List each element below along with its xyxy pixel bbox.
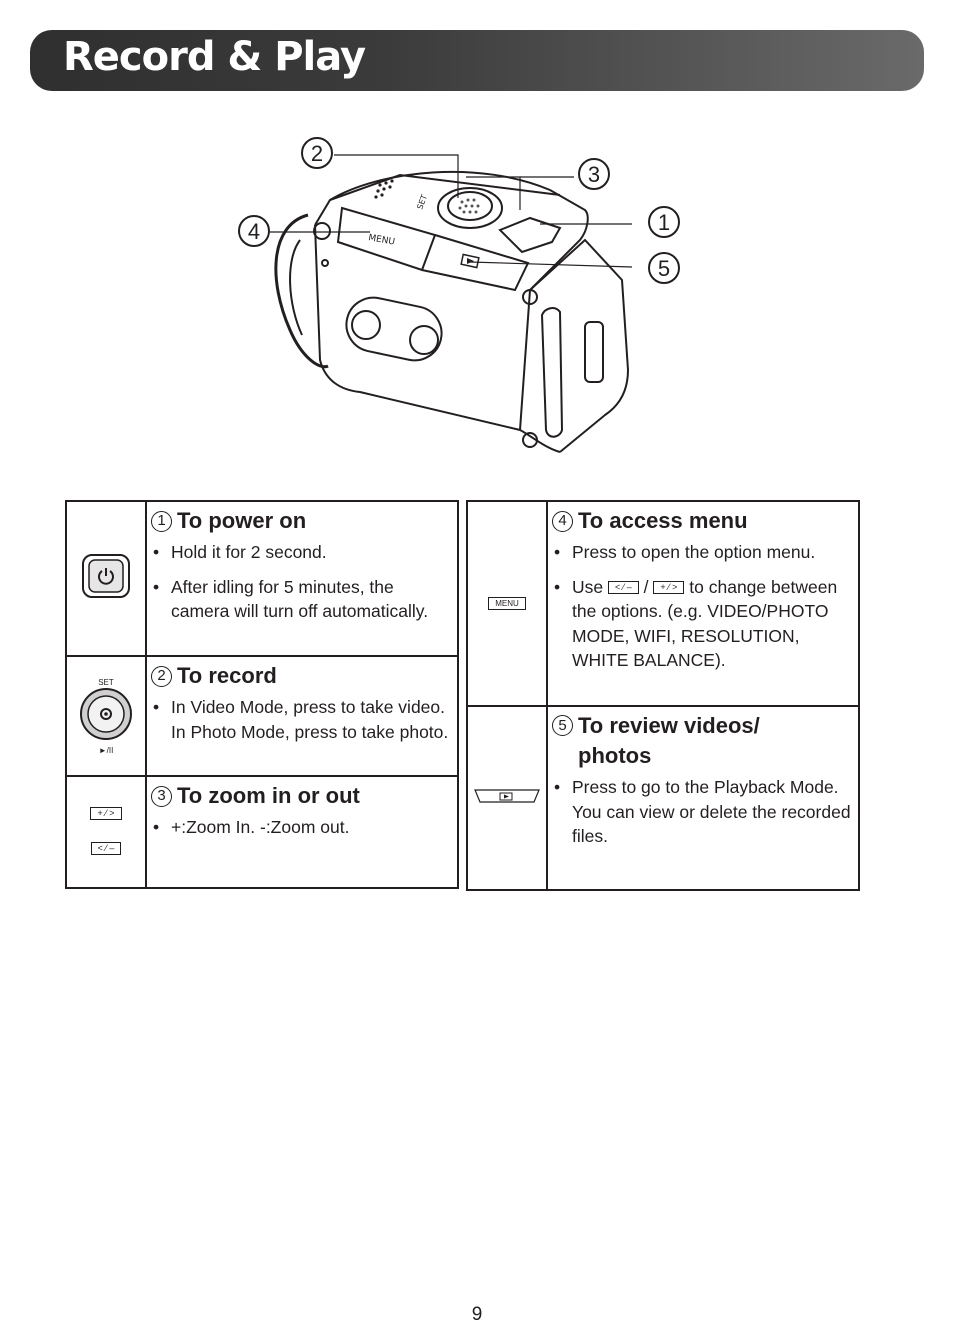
callout-2: 2 xyxy=(311,141,323,166)
menu-title: To access menu xyxy=(578,508,748,533)
set-label: SET xyxy=(98,677,114,687)
review-title-line1: To review videos/ xyxy=(578,713,760,738)
zoom-in-key-icon: + ⁄ > xyxy=(90,806,122,820)
play-pause-label: ►/II xyxy=(98,745,114,755)
row-record: SET ►/II 2 To record In Video Mode, pres… xyxy=(65,655,459,777)
list-item: +:Zoom In. -:Zoom out. xyxy=(151,815,453,840)
power-button-icon xyxy=(82,554,130,598)
list-item: Use < ⁄ – / + ⁄ > to change between the … xyxy=(552,575,854,673)
record-text: 2 To record In Video Mode, press to take… xyxy=(145,655,459,777)
diagram-set-label: SET xyxy=(415,193,429,210)
camera-diagram: MENU SET 2 3 4 1 5 xyxy=(238,137,680,453)
step-number: 2 xyxy=(151,665,172,687)
key-separator: / xyxy=(643,576,649,597)
diagram-menu-label: MENU xyxy=(367,233,395,247)
playback-key-icon xyxy=(474,788,540,803)
power-on-heading: 1 To power on xyxy=(151,506,453,536)
zoom-out-key-icon: < ⁄ – xyxy=(90,841,122,855)
menu-button-cell: MENU xyxy=(466,500,548,707)
step-number: 3 xyxy=(151,785,172,807)
menu-heading: 4 To access menu xyxy=(552,506,854,536)
instructions-table-right: MENU 4 To access menu Press to open the … xyxy=(466,500,860,891)
page-title: Record & Play xyxy=(63,34,366,80)
callout-5: 5 xyxy=(658,256,670,281)
record-title: To record xyxy=(177,663,277,688)
list-item: Press to go to the Playback Mode. You ca… xyxy=(552,775,854,849)
minus-key-icon: < ⁄ – xyxy=(608,581,639,595)
zoom-heading: 3 To zoom in or out xyxy=(151,781,453,811)
power-on-text: 1 To power on Hold it for 2 second. Afte… xyxy=(145,500,459,657)
review-text: 5 To review videos/ photos Press to go t… xyxy=(546,705,860,891)
title-bar: Record & Play xyxy=(30,30,924,91)
power-on-title: To power on xyxy=(177,508,307,533)
record-button-cell: SET ►/II xyxy=(65,655,147,777)
zoom-title: To zoom in or out xyxy=(177,783,360,808)
use-suffix: to change between the options. (e.g. VID… xyxy=(572,576,838,671)
record-heading: 2 To record xyxy=(151,661,453,691)
menu-text: 4 To access menu Press to open the optio… xyxy=(546,500,860,707)
instructions-table-left: 1 To power on Hold it for 2 second. Afte… xyxy=(65,500,459,889)
list-item: Hold it for 2 second. xyxy=(151,540,453,565)
review-heading: 5 To review videos/ photos xyxy=(552,711,854,771)
step-number: 1 xyxy=(151,510,172,532)
review-title-line2: photos xyxy=(578,743,652,768)
callout-3: 3 xyxy=(588,162,600,187)
list-item: In Video Mode, press to take video. In P… xyxy=(151,695,453,744)
zoom-keys-cell: + ⁄ > < ⁄ – xyxy=(65,775,147,889)
row-power-on: 1 To power on Hold it for 2 second. Afte… xyxy=(65,500,459,657)
zoom-text: 3 To zoom in or out +:Zoom In. -:Zoom ou… xyxy=(145,775,459,889)
page-number: 9 xyxy=(471,1304,483,1325)
row-zoom: + ⁄ > < ⁄ – 3 To zoom in or out +:Zoom I… xyxy=(65,775,459,889)
row-review: 5 To review videos/ photos Press to go t… xyxy=(466,705,860,891)
list-item: Press to open the option menu. xyxy=(552,540,854,565)
playback-button-cell xyxy=(466,705,548,891)
callout-4: 4 xyxy=(248,219,260,244)
list-item: After idling for 5 minutes, the camera w… xyxy=(151,575,453,624)
plus-key-icon: + ⁄ > xyxy=(653,581,685,595)
record-dial-icon xyxy=(80,687,132,740)
step-number: 5 xyxy=(552,715,573,736)
menu-key-icon: MENU xyxy=(488,596,526,610)
step-number: 4 xyxy=(552,510,573,532)
power-button-cell xyxy=(65,500,147,657)
use-prefix: Use xyxy=(572,576,604,597)
row-menu: MENU 4 To access menu Press to open the … xyxy=(466,500,860,707)
callout-1: 1 xyxy=(658,210,670,235)
